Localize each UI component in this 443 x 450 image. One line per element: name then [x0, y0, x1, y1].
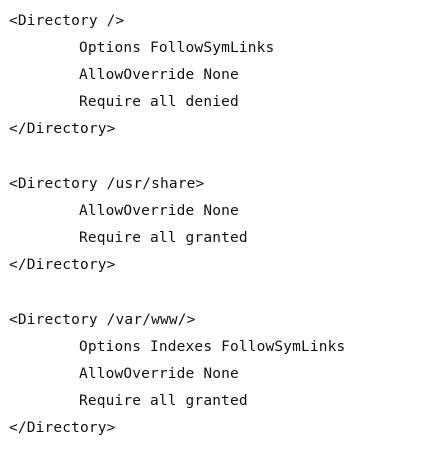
code-line-1: <Directory /> — [9, 13, 125, 29]
code-line-5: </Directory> — [9, 121, 116, 137]
code-line-7: AllowOverride None — [79, 203, 239, 219]
code-line-3: AllowOverride None — [79, 67, 239, 83]
code-line-2: Options FollowSymLinks — [79, 40, 275, 56]
code-line-13: Require all granted — [79, 393, 248, 409]
code-line-8: Require all granted — [79, 230, 248, 246]
code-line-10: <Directory /var/www/> — [9, 312, 196, 328]
code-line-12: AllowOverride None — [79, 366, 239, 382]
code-line-6: <Directory /usr/share> — [9, 176, 205, 192]
code-line-9: </Directory> — [9, 257, 116, 273]
code-line-4: Require all denied — [79, 94, 239, 110]
code-line-14: </Directory> — [9, 420, 116, 436]
code-line-11: Options Indexes FollowSymLinks — [79, 339, 346, 355]
